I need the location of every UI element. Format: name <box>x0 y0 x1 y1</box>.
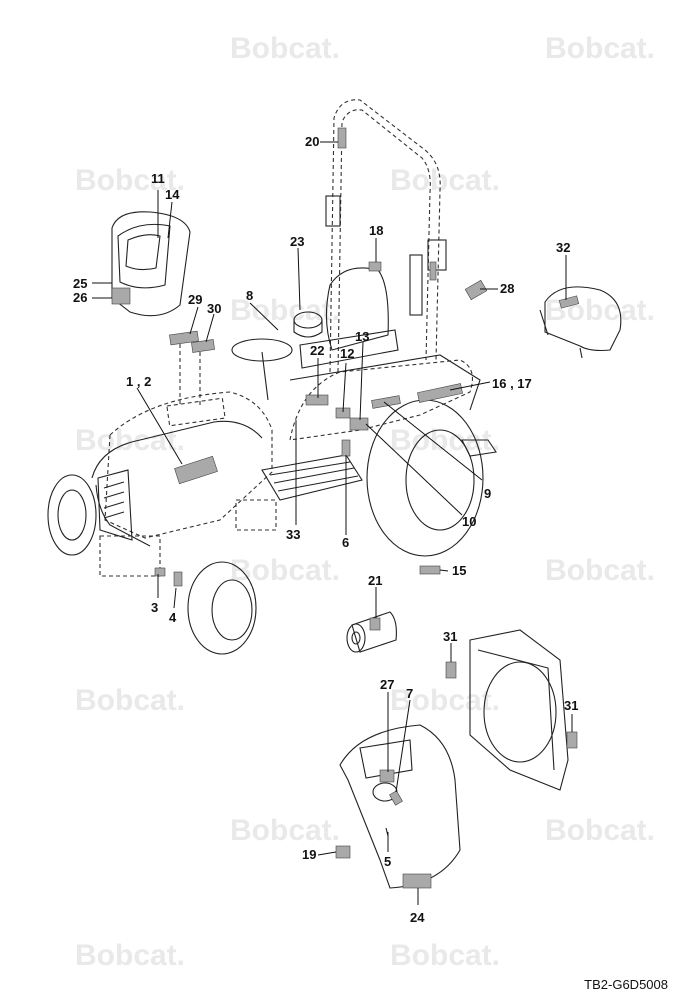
watermark-layer: Bobcat. Bobcat. Bobcat. Bobcat. Bobcat. … <box>75 32 655 972</box>
callout-27: 27 <box>380 677 394 692</box>
watermark-text: Bobcat. <box>390 939 500 972</box>
decal-9 <box>371 395 401 409</box>
callout-19: 19 <box>302 847 316 862</box>
watermark-text: Bobcat. <box>230 814 340 847</box>
decal-3 <box>154 567 166 577</box>
decal-32 <box>558 295 580 309</box>
callout-labels: 1 , 2 3 4 5 6 7 8 9 10 11 12 13 14 15 16… <box>73 134 578 925</box>
callout-1-2: 1 , 2 <box>126 374 151 389</box>
decal-29 <box>169 330 199 346</box>
hood-decal-panel <box>154 330 226 587</box>
decal-31a <box>445 661 457 679</box>
callout-16-17: 16 , 17 <box>492 376 532 391</box>
rops-frame <box>325 99 447 373</box>
callout-23: 23 <box>290 234 304 249</box>
watermark-text: Bobcat. <box>75 164 185 197</box>
callout-8: 8 <box>246 288 253 303</box>
decal-30 <box>191 339 215 353</box>
detail-housing <box>335 724 461 889</box>
decal-16-17 <box>417 383 463 403</box>
callout-31a: 31 <box>443 629 457 644</box>
callout-9: 9 <box>484 486 491 501</box>
callout-12: 12 <box>340 346 354 361</box>
decal-24 <box>402 873 432 889</box>
callout-10: 10 <box>462 514 476 529</box>
decal-18 <box>368 261 382 272</box>
callout-4: 4 <box>169 610 177 625</box>
watermark-text: Bobcat. <box>545 294 655 327</box>
callout-29: 29 <box>188 292 202 307</box>
callout-30: 30 <box>207 301 221 316</box>
callout-32: 32 <box>556 240 570 255</box>
detail-cylinder-21 <box>346 611 397 653</box>
callout-25: 25 <box>73 276 87 291</box>
decal-13 <box>349 417 369 431</box>
decal-25-26 <box>111 287 131 305</box>
detail-cover-32 <box>539 286 622 359</box>
callout-15: 15 <box>452 563 466 578</box>
watermark-text: Bobcat. <box>545 814 655 847</box>
decal-31b <box>566 731 578 749</box>
tractor-illustration <box>47 267 497 655</box>
callout-7: 7 <box>406 686 413 701</box>
decal-19 <box>335 845 351 859</box>
decal-20b <box>429 261 437 281</box>
callout-20: 20 <box>305 134 319 149</box>
callout-28: 28 <box>500 281 514 296</box>
decal-15 <box>419 565 441 575</box>
callout-13: 13 <box>355 329 369 344</box>
watermark-text: Bobcat. <box>230 554 340 587</box>
callout-11: 11 <box>151 171 165 186</box>
callout-31b: 31 <box>564 698 578 713</box>
callout-6: 6 <box>342 535 349 550</box>
leader-lines <box>92 141 573 905</box>
watermark-text: Bobcat. <box>545 554 655 587</box>
decal-27 <box>379 769 395 783</box>
operator-decals <box>305 261 488 457</box>
callout-24: 24 <box>410 910 425 925</box>
decal-21 <box>369 617 381 631</box>
callout-5: 5 <box>384 854 391 869</box>
watermark-text: Bobcat. <box>545 32 655 65</box>
decal-20 <box>337 127 347 149</box>
callout-21: 21 <box>368 573 382 588</box>
callout-22: 22 <box>310 343 324 358</box>
watermark-text: Bobcat. <box>230 32 340 65</box>
watermark-text: Bobcat. <box>75 939 185 972</box>
watermark-text: Bobcat. <box>390 164 500 197</box>
callout-33: 33 <box>286 527 300 542</box>
drawing-reference-code: TB2-G6D5008 <box>584 977 668 992</box>
callout-18: 18 <box>369 223 383 238</box>
decal-22 <box>305 394 329 406</box>
watermark-text: Bobcat. <box>75 424 185 457</box>
callout-3: 3 <box>151 600 158 615</box>
watermark-text: Bobcat. <box>75 684 185 717</box>
callout-14: 14 <box>165 187 180 202</box>
decal-28 <box>464 279 488 301</box>
callout-26: 26 <box>73 290 87 305</box>
decal-6 <box>341 439 351 457</box>
decal-4 <box>173 571 183 587</box>
decal-7 <box>389 790 403 806</box>
decal-1-2 <box>174 455 218 485</box>
detail-fender-panel <box>111 211 191 317</box>
